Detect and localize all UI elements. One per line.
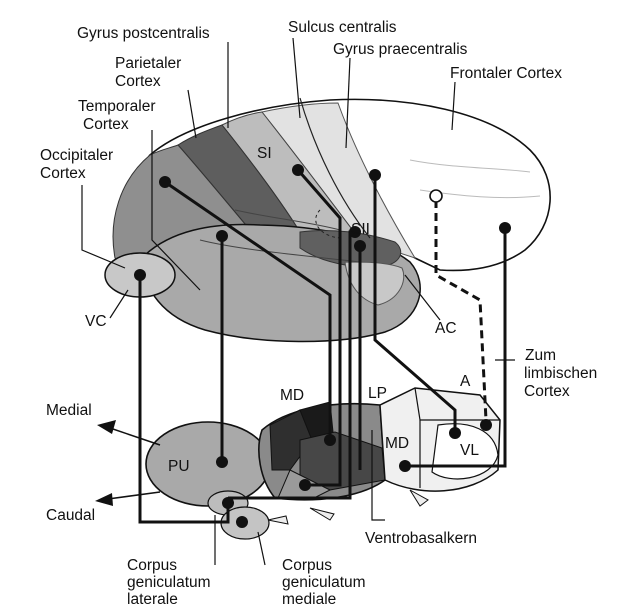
label-zum-cortex: Cortex <box>524 383 570 400</box>
label-ac: AC <box>435 320 457 337</box>
label-a: A <box>460 373 471 390</box>
cortex <box>105 98 550 342</box>
caudal-arrow-icon <box>95 493 113 506</box>
label-frontaler-cortex: Frontaler Cortex <box>450 65 562 82</box>
label-parietaler-cortex: Cortex <box>115 73 161 90</box>
label-occipitaler-cortex: Cortex <box>40 165 86 182</box>
label-vl: VL <box>460 442 479 459</box>
label-cgm-3: mediale <box>282 591 336 608</box>
label-pu: PU <box>168 458 190 475</box>
label-limbischen: limbischen <box>524 365 597 382</box>
label-zum: Zum <box>525 347 556 364</box>
label-temporaler-cortex: Cortex <box>83 116 129 133</box>
medial-arrow-icon <box>97 420 116 434</box>
label-sii: SII <box>351 221 370 238</box>
label-cgl-2: geniculatum <box>127 574 211 591</box>
label-md-lower: MD <box>385 435 409 452</box>
label-lp: LP <box>368 385 387 402</box>
label-gyrus-postcentralis: Gyrus postcentralis <box>77 25 210 42</box>
label-cgm-2: geniculatum <box>282 574 366 591</box>
label-sulcus-centralis: Sulcus centralis <box>288 19 397 36</box>
label-parietaler: Parietaler <box>115 55 181 72</box>
label-md-upper: MD <box>280 387 304 404</box>
label-cgl-1: Corpus <box>127 557 177 574</box>
label-caudal: Caudal <box>46 507 95 524</box>
pulvinar-nucleus <box>146 422 270 506</box>
label-occipitaler: Occipitaler <box>40 147 113 164</box>
label-vc: VC <box>85 313 107 330</box>
thalamus <box>146 388 500 539</box>
label-cgl-3: laterale <box>127 591 178 608</box>
label-temporaler: Temporaler <box>78 98 156 115</box>
label-medial: Medial <box>46 402 92 419</box>
label-si: SI <box>257 145 272 162</box>
label-gyrus-praecentralis: Gyrus praecentralis <box>333 41 468 58</box>
label-ventrobasalkern: Ventrobasalkern <box>365 530 477 547</box>
label-cgm-1: Corpus <box>282 557 332 574</box>
